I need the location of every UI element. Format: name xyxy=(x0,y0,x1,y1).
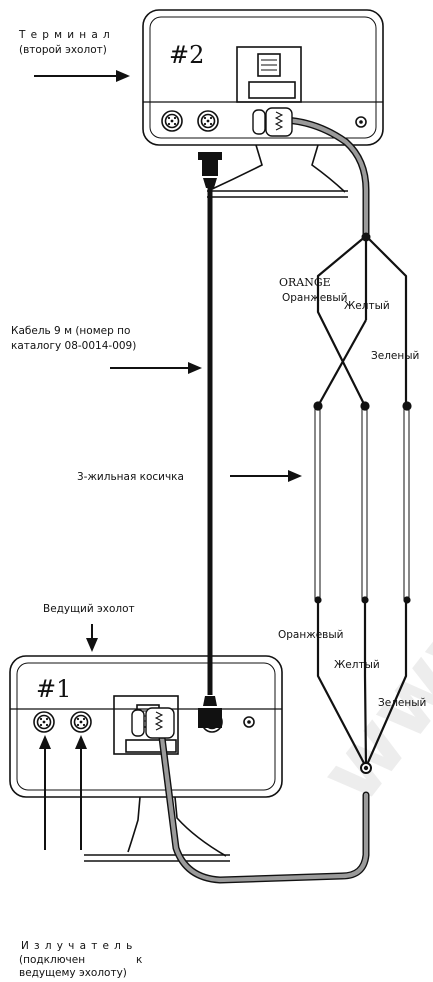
unit-1-connectors xyxy=(33,711,255,733)
unit-1-stand xyxy=(84,796,230,862)
cable-label-line2: каталогу 08-0014-009) xyxy=(11,340,137,352)
unit-2-connectors xyxy=(161,110,367,132)
gray-cable-bottom xyxy=(156,718,370,884)
terminal-subtitle: (второй эхолот) xyxy=(19,44,107,56)
terminal-title: Терминал xyxy=(19,29,115,41)
pigtail-thin-wires xyxy=(314,406,410,600)
bottom-node xyxy=(360,762,372,774)
arrows xyxy=(34,70,302,850)
pigtail-label: 3-жильная косичка xyxy=(77,471,184,483)
orange-label-top: Оранжевый xyxy=(282,292,348,304)
three-wire-pigtail xyxy=(316,235,408,768)
orange-label-bottom: Оранжевый xyxy=(278,629,344,641)
pigtail-nodes xyxy=(313,232,412,604)
unit-2-cable-plug xyxy=(252,107,293,137)
transducer-label-line2-b: к xyxy=(136,954,143,966)
cable-label-line1: Кабель 9 м (номер по xyxy=(11,325,131,337)
lead-unit-label: Ведущий эхолот xyxy=(43,603,135,615)
orange-label-en: ORANGE xyxy=(279,276,331,289)
gray-cable-top xyxy=(281,116,370,240)
unit-2-number: #2 xyxy=(169,41,205,69)
transducer-label-line3: ведущему эхолоту) xyxy=(19,967,127,979)
green-label-top: Зеленый xyxy=(371,350,420,362)
yellow-label-top: Желтый xyxy=(344,300,390,312)
green-label-bottom: Зеленый xyxy=(378,697,427,709)
unit-1-cable-plug xyxy=(131,707,175,739)
unit-1-number: #1 xyxy=(36,675,72,703)
cable-9m xyxy=(198,152,222,728)
unit-2-display xyxy=(142,9,384,146)
transducer-label-line2-a: (подключен xyxy=(19,954,86,966)
unit-2-stand xyxy=(207,144,348,198)
yellow-label-bottom: Желтый xyxy=(334,659,380,671)
transducer-label-line1: Излучатель xyxy=(21,940,138,952)
